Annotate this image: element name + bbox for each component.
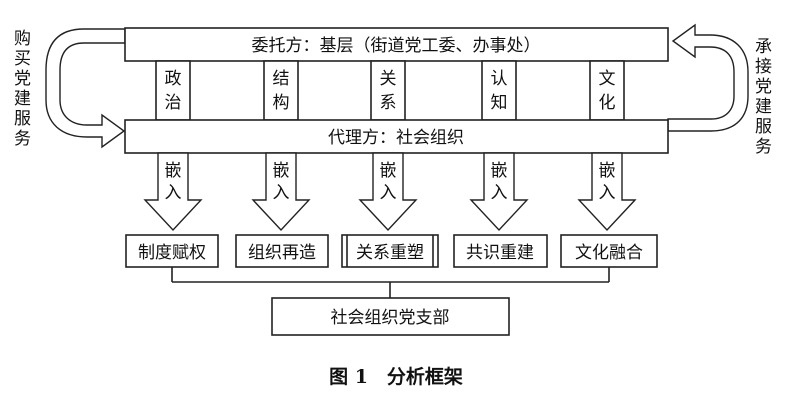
- relation-char: 政: [165, 69, 182, 89]
- principal-box: [124, 27, 669, 62]
- embed-char: 入: [273, 183, 290, 203]
- embed-arrow-5: 嵌 入: [577, 152, 637, 232]
- outcome-label: 关系重塑: [356, 243, 424, 263]
- relation-char: 文: [599, 69, 616, 89]
- relation-政治: 政 治: [155, 60, 191, 121]
- relation-char: 治: [165, 93, 182, 113]
- right-side-char: 党: [755, 77, 772, 97]
- outcome-box-1: 制度赋权: [125, 234, 219, 268]
- relation-char: 系: [380, 93, 397, 113]
- outcome-box-4: 共识重建: [453, 234, 548, 268]
- embed-char: 入: [599, 183, 616, 203]
- relation-char: 关: [380, 69, 397, 89]
- relation-char: 认: [491, 69, 508, 89]
- outcome-label: 制度赋权: [138, 243, 206, 263]
- connector-lines: [171, 267, 610, 298]
- embed-arrow-3: 嵌 入: [358, 152, 418, 232]
- principal-label: 委托方：基层（街道党工委、办事处）: [252, 36, 541, 56]
- embed-char: 嵌: [273, 161, 290, 181]
- right-side-char: 务: [755, 137, 772, 157]
- left-side-char: 建: [14, 89, 31, 109]
- outcome-box-3: 关系重塑: [341, 234, 439, 268]
- embed-char: 嵌: [599, 161, 616, 181]
- outcome-box-2: 组织再造: [235, 234, 329, 268]
- figure-caption: 图 1 分析框架: [329, 365, 463, 388]
- outcome-label: 共识重建: [466, 243, 534, 263]
- embed-char: 嵌: [165, 161, 182, 181]
- embed-char: 入: [491, 183, 508, 203]
- embed-char: 入: [380, 183, 397, 203]
- outcome-box-5: 文化融合: [560, 234, 658, 268]
- relation-认知: 认 知: [481, 60, 517, 121]
- right-side-char: 接: [755, 57, 772, 77]
- right-side-char: 建: [755, 97, 772, 117]
- outcome-label: 组织再造: [248, 243, 316, 263]
- embed-arrow-2: 嵌 入: [251, 152, 311, 232]
- right-loop-arrow: [667, 23, 749, 132]
- party-branch-label: 社会组织党支部: [331, 308, 450, 328]
- agent-label: 代理方：社会组织: [328, 128, 464, 148]
- right-side-char: 服: [755, 117, 772, 137]
- left-side-char: 务: [14, 129, 31, 149]
- right-side-label: 承 接 党 建 服 务: [755, 37, 772, 157]
- left-side-char: 服: [14, 109, 31, 129]
- left-side-char: 购: [14, 29, 31, 49]
- relation-char: 构: [273, 93, 290, 113]
- relation-结构: 结 构: [263, 60, 299, 121]
- left-loop-arrow: [45, 28, 126, 149]
- left-side-char: 党: [14, 69, 31, 89]
- embed-arrow-1: 嵌 入: [143, 152, 203, 232]
- relation-char: 结: [273, 69, 290, 89]
- relation-char: 知: [491, 93, 508, 113]
- outcome-label: 文化融合: [575, 243, 643, 263]
- embed-char: 嵌: [380, 161, 397, 181]
- embed-char: 入: [165, 183, 182, 203]
- relation-关系: 关 系: [370, 60, 406, 121]
- left-side-char: 买: [14, 49, 31, 69]
- embed-arrow-4: 嵌 入: [469, 152, 529, 232]
- relation-文化: 文 化: [589, 60, 625, 121]
- party-branch-box: [271, 297, 510, 336]
- right-side-char: 承: [755, 37, 772, 57]
- embed-char: 嵌: [491, 161, 508, 181]
- left-side-label: 购 买 党 建 服 务: [14, 29, 31, 149]
- relation-char: 化: [599, 93, 616, 113]
